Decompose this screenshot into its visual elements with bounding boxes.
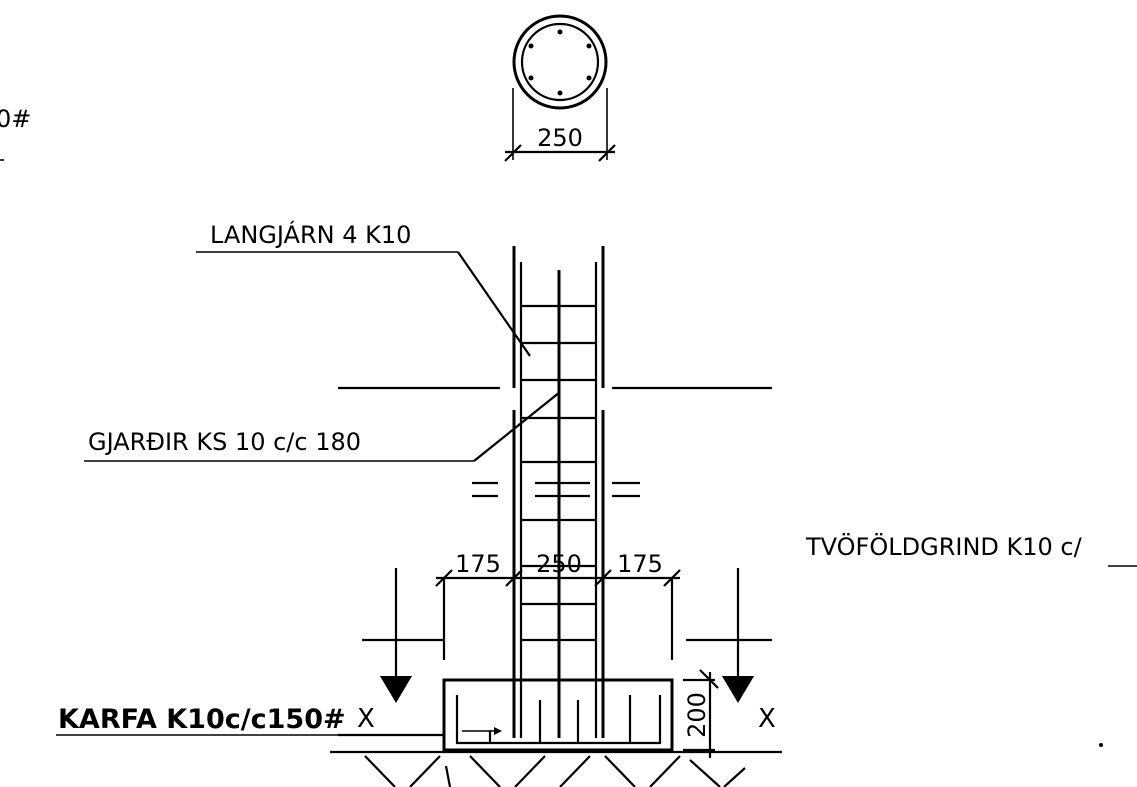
leader-line <box>457 251 531 357</box>
hatch-line <box>689 759 721 787</box>
rebar-dot <box>528 75 534 81</box>
hatch-line <box>469 755 501 787</box>
footing-height-dim: 200 <box>683 692 711 738</box>
section-arrow-head <box>380 676 412 703</box>
rebar-dot <box>528 43 534 49</box>
hatch-line <box>649 755 681 787</box>
column-width-dim: 250 <box>536 550 582 578</box>
hatch-line <box>409 755 441 787</box>
footing: 200 <box>442 578 719 758</box>
hatch-line <box>514 755 546 787</box>
speck <box>1099 743 1103 747</box>
section-marker-left: X <box>357 568 444 734</box>
double-grid-label: TVÖFÖLDGRIND K10 c/ <box>805 532 1083 561</box>
dim-tick <box>594 569 612 587</box>
section-arrow-head <box>722 676 754 703</box>
footing-outline <box>442 678 674 752</box>
leader-line <box>473 391 561 462</box>
arrow-head <box>494 727 502 735</box>
partial-label: 0# <box>0 105 31 133</box>
rebar-dot <box>557 90 563 96</box>
hatch-line <box>723 767 746 787</box>
stirrup-label: GJARÐIR KS 10 c/c 180 <box>88 428 361 456</box>
hatch-line <box>364 755 396 787</box>
section-mark-left: X <box>357 704 375 734</box>
dim-tick <box>699 669 719 689</box>
hatch-line <box>604 755 636 787</box>
section-diameter-dim: 250 <box>537 124 583 152</box>
hatch-line <box>559 755 591 787</box>
hatch-line <box>444 765 452 787</box>
right-offset-dim: 175 <box>617 550 663 578</box>
section-marker-right: X <box>686 568 776 734</box>
basket-rebar <box>455 695 662 745</box>
dim-tick <box>504 144 522 162</box>
column-elevation <box>472 246 640 738</box>
longitudinal-bar-label: LANGJÁRN 4 K10 <box>210 220 411 249</box>
rebar-dot <box>557 29 563 35</box>
left-offset-dim: 175 <box>455 550 501 578</box>
section-inner-circle <box>520 22 600 102</box>
rebar-dot <box>586 43 592 49</box>
soil-hatch <box>364 755 746 787</box>
column-cross-section: 250 <box>504 14 616 162</box>
rebar-dot <box>586 75 592 81</box>
basket-label: KARFA K10c/c150# <box>58 704 346 735</box>
dim-tick <box>505 569 523 587</box>
section-mark-right: X <box>758 704 776 734</box>
section-outer-circle <box>512 14 608 110</box>
dim-tick <box>598 144 616 162</box>
